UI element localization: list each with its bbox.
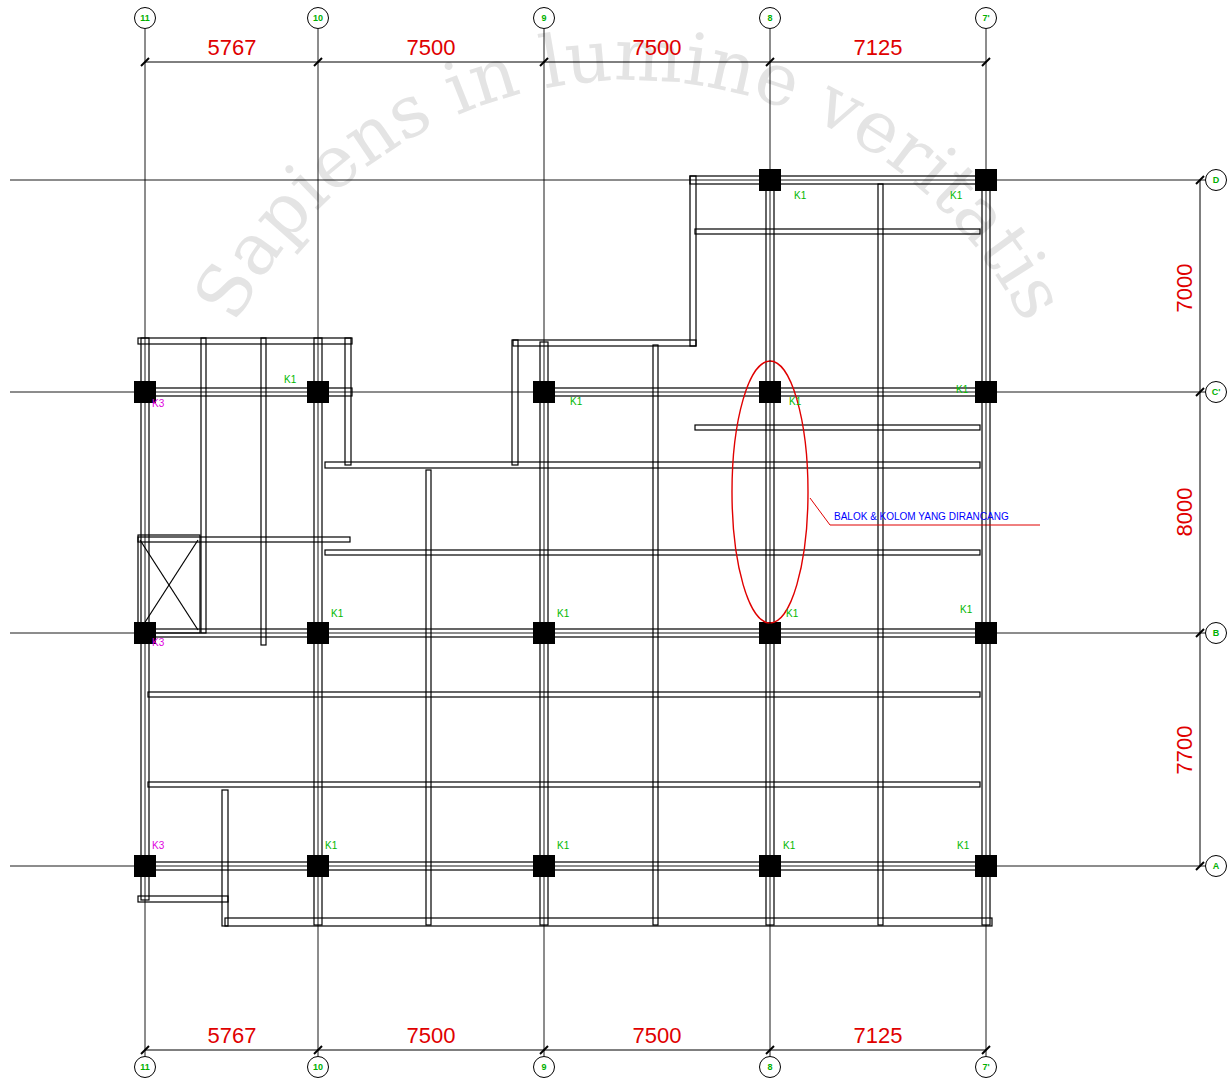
column-tag: K1 bbox=[331, 609, 343, 619]
grid-name: 9 bbox=[541, 14, 546, 23]
watermark: Sapiens in lumine veritatis bbox=[177, 12, 1083, 332]
dimension: 7700 bbox=[1174, 726, 1196, 775]
column-tag: K1 bbox=[786, 609, 798, 619]
callout-note: BALOK & KOLOM YANG DIRANCANG bbox=[834, 512, 1009, 522]
grid-name: 7' bbox=[982, 14, 989, 23]
grid-bubble: D bbox=[1205, 169, 1227, 191]
dimension: 7500 bbox=[633, 37, 682, 59]
column-tag: K1 bbox=[960, 605, 972, 615]
column-tag: K1 bbox=[956, 385, 968, 395]
dimension: 7500 bbox=[407, 1025, 456, 1047]
column-tag: K1 bbox=[325, 841, 337, 851]
grid-bubble: 7' bbox=[975, 7, 997, 29]
grid-name: 8 bbox=[767, 1063, 772, 1072]
grid-name: 11 bbox=[140, 1063, 150, 1072]
grid-name: C' bbox=[1212, 388, 1221, 397]
grid-bubble: B bbox=[1205, 622, 1227, 644]
grid-bubble: 11 bbox=[134, 1056, 156, 1078]
grid-bubble: 10 bbox=[307, 7, 329, 29]
column-tag: K1 bbox=[794, 191, 806, 201]
column-tag: K3 bbox=[152, 841, 164, 851]
grid-bubble: 8 bbox=[759, 7, 781, 29]
grid-name: D bbox=[1213, 176, 1220, 185]
grid-name: 11 bbox=[140, 14, 150, 23]
dimension: 7000 bbox=[1174, 264, 1196, 313]
grid-bubble: 9 bbox=[533, 7, 555, 29]
grid-line bbox=[145, 29, 146, 1056]
column-tag: K1 bbox=[557, 841, 569, 851]
column-tag: K1 bbox=[284, 375, 296, 385]
column-tag: K1 bbox=[950, 191, 962, 201]
grid-name: A bbox=[1213, 862, 1220, 871]
grid-bubble: 7' bbox=[975, 1056, 997, 1078]
grid-bubble: 10 bbox=[307, 1056, 329, 1078]
dimension: 7125 bbox=[854, 37, 903, 59]
column-tag: K3 bbox=[152, 638, 164, 648]
dimension: 7500 bbox=[633, 1025, 682, 1047]
grid-bubble: A bbox=[1205, 855, 1227, 877]
column-tag: K1 bbox=[557, 609, 569, 619]
grid-name: 8 bbox=[767, 14, 772, 23]
dimension: 5767 bbox=[208, 37, 257, 59]
column-tag: K1 bbox=[783, 841, 795, 851]
column-tag: K1 bbox=[789, 397, 801, 407]
grid-bubble: 9 bbox=[533, 1056, 555, 1078]
grid-bubble: 8 bbox=[759, 1056, 781, 1078]
column-tag: K1 bbox=[570, 397, 582, 407]
dimension: 8000 bbox=[1174, 488, 1196, 537]
grid-name: 9 bbox=[541, 1063, 546, 1072]
column-tag: K3 bbox=[152, 399, 164, 409]
grid-line bbox=[986, 29, 987, 1056]
grid-bubble: C' bbox=[1205, 381, 1227, 403]
grid-line bbox=[544, 29, 545, 1056]
grid-name: B bbox=[1213, 629, 1220, 638]
watermark-text: Sapiens in lumine veritatis bbox=[177, 12, 1083, 332]
grid-name: 10 bbox=[313, 1063, 323, 1072]
grid-name: 10 bbox=[313, 14, 323, 23]
dimension: 7500 bbox=[407, 37, 456, 59]
grid-name: 7' bbox=[982, 1063, 989, 1072]
grid-line bbox=[770, 29, 771, 1056]
grid-bubble: 11 bbox=[134, 7, 156, 29]
dimension: 7125 bbox=[854, 1025, 903, 1047]
grid-line bbox=[318, 29, 319, 1056]
dimension: 5767 bbox=[208, 1025, 257, 1047]
column-tag: K1 bbox=[957, 841, 969, 851]
